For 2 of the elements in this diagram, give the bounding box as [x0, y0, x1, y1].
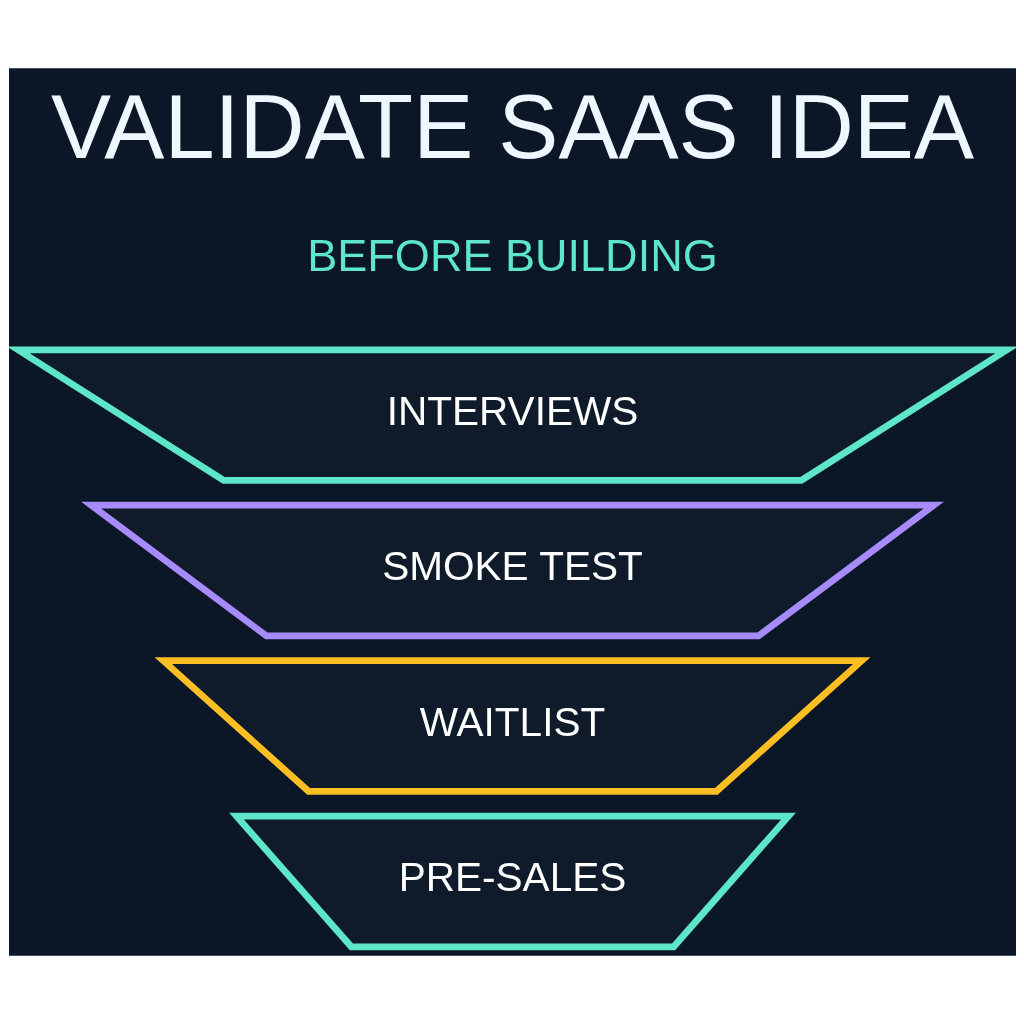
diagram-title: VALIDATE SAAS IDEA	[50, 76, 974, 178]
label: BEFORE BUILDING	[306, 229, 718, 281]
